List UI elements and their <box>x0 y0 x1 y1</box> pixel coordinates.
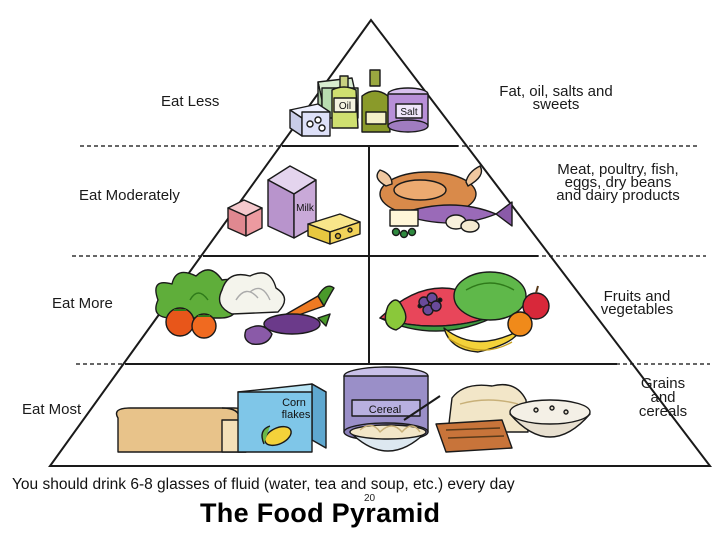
melon-icon <box>453 271 527 321</box>
beans-icon <box>391 227 417 239</box>
tier-3-level-label: Eat More <box>52 295 113 312</box>
cereal-tub-icon: Cereal <box>343 366 429 442</box>
rice-bowl-icon <box>509 399 591 438</box>
pyramid-triangle <box>48 18 713 467</box>
tier-4-illustration: Corn flakes Cereal <box>115 366 591 453</box>
pepper-icon <box>244 325 273 345</box>
eggs-icon <box>389 209 480 233</box>
eggplant-icon <box>263 313 331 335</box>
tier-2-group-line-1: Meat, poultry, fish, <box>557 161 679 178</box>
tomato-icon <box>165 307 217 339</box>
salt-shaker-icon: Salt <box>387 87 429 133</box>
tier-1-level-label: Eat Less <box>161 93 220 110</box>
tier-4-group-line-2: and <box>650 389 676 406</box>
page-title: The Food Pyramid <box>200 498 441 528</box>
sugar-cubes-icon <box>289 103 331 137</box>
page-number: 20 <box>364 493 376 504</box>
flakes-label: flakes <box>282 409 311 421</box>
tier-3-group-line-1: Fruits and <box>603 288 671 305</box>
pear-icon <box>384 299 407 331</box>
grapes-icon <box>418 292 442 316</box>
fish-icon <box>399 201 513 227</box>
noodle-bowl-icon <box>349 395 441 452</box>
cauliflower-icon <box>218 272 286 315</box>
tier-1-group-line-1: Fat, oil, salts and <box>499 83 613 100</box>
bread-icon <box>115 407 247 453</box>
fluid-intake-note: You should drink 6-8 glasses of fluid (w… <box>12 476 515 493</box>
grater-icon <box>435 419 513 453</box>
corn-cob-icon <box>261 425 292 447</box>
tier-2-level-label: Eat Moderately <box>79 187 180 204</box>
corn-label: Corn <box>282 397 306 409</box>
tier-1-group-line-2: sweets <box>532 96 580 113</box>
tier-2-group-line-2: eggs, dry beans <box>564 174 672 191</box>
milk-label: Milk <box>296 203 315 214</box>
tier-1-illustration: Oil Salt <box>289 69 429 137</box>
orange-icon <box>507 311 533 337</box>
tier-4-level-label: Eat Most <box>22 401 82 418</box>
pyramid-outline <box>48 18 713 467</box>
vinegar-bottle-icon <box>361 69 391 133</box>
oil-label: Oil <box>339 101 351 112</box>
banana-icon <box>443 327 521 353</box>
cheese-icon <box>307 213 361 245</box>
tier-2-illustration: Milk <box>227 165 513 245</box>
oil-bottle-icon: Oil <box>331 75 359 129</box>
tier-3-group-line-2: vegetables <box>600 301 674 318</box>
cereal-label: Cereal <box>369 404 401 416</box>
milk-carton-icon: Milk <box>267 165 317 239</box>
tier-4-group-line-3: cereals <box>638 403 688 420</box>
tier-2-group-line-3: and dairy products <box>556 187 680 204</box>
small-carton-icon <box>227 199 263 237</box>
tier-3-illustration <box>155 269 550 353</box>
tier-4-group-line-1: Grains <box>640 375 686 392</box>
flour-sack-icon <box>447 383 529 433</box>
salt-label: Salt <box>400 107 417 118</box>
apple-icon <box>522 285 550 320</box>
